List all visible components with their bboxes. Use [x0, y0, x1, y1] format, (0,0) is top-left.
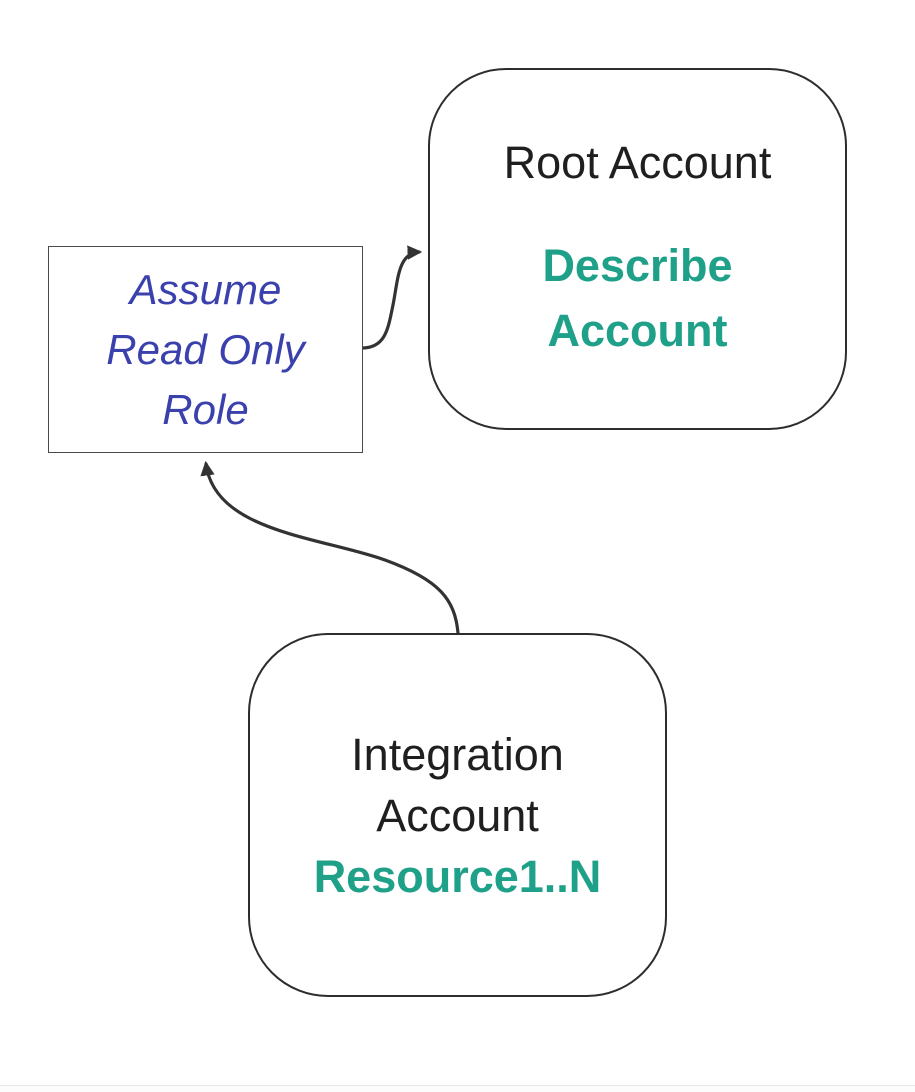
page-bottom-divider — [0, 1085, 915, 1092]
connector-assume-to-root — [360, 245, 423, 350]
integration-account-node: Integration Account Resource1..N — [248, 633, 667, 997]
integration-account-title: Integration Account — [351, 728, 564, 841]
root-account-action: Describe Account — [542, 240, 733, 356]
root-account-title: Root Account — [503, 137, 772, 188]
root-account-node: Root Account Describe Account — [428, 68, 847, 430]
integration-account-action: Resource1..N — [313, 850, 602, 902]
connector-integration-to-assume — [200, 460, 460, 635]
assume-role-node: Assume Read Only Role — [48, 246, 363, 453]
assume-role-label: Assume Read Only Role — [106, 265, 305, 433]
